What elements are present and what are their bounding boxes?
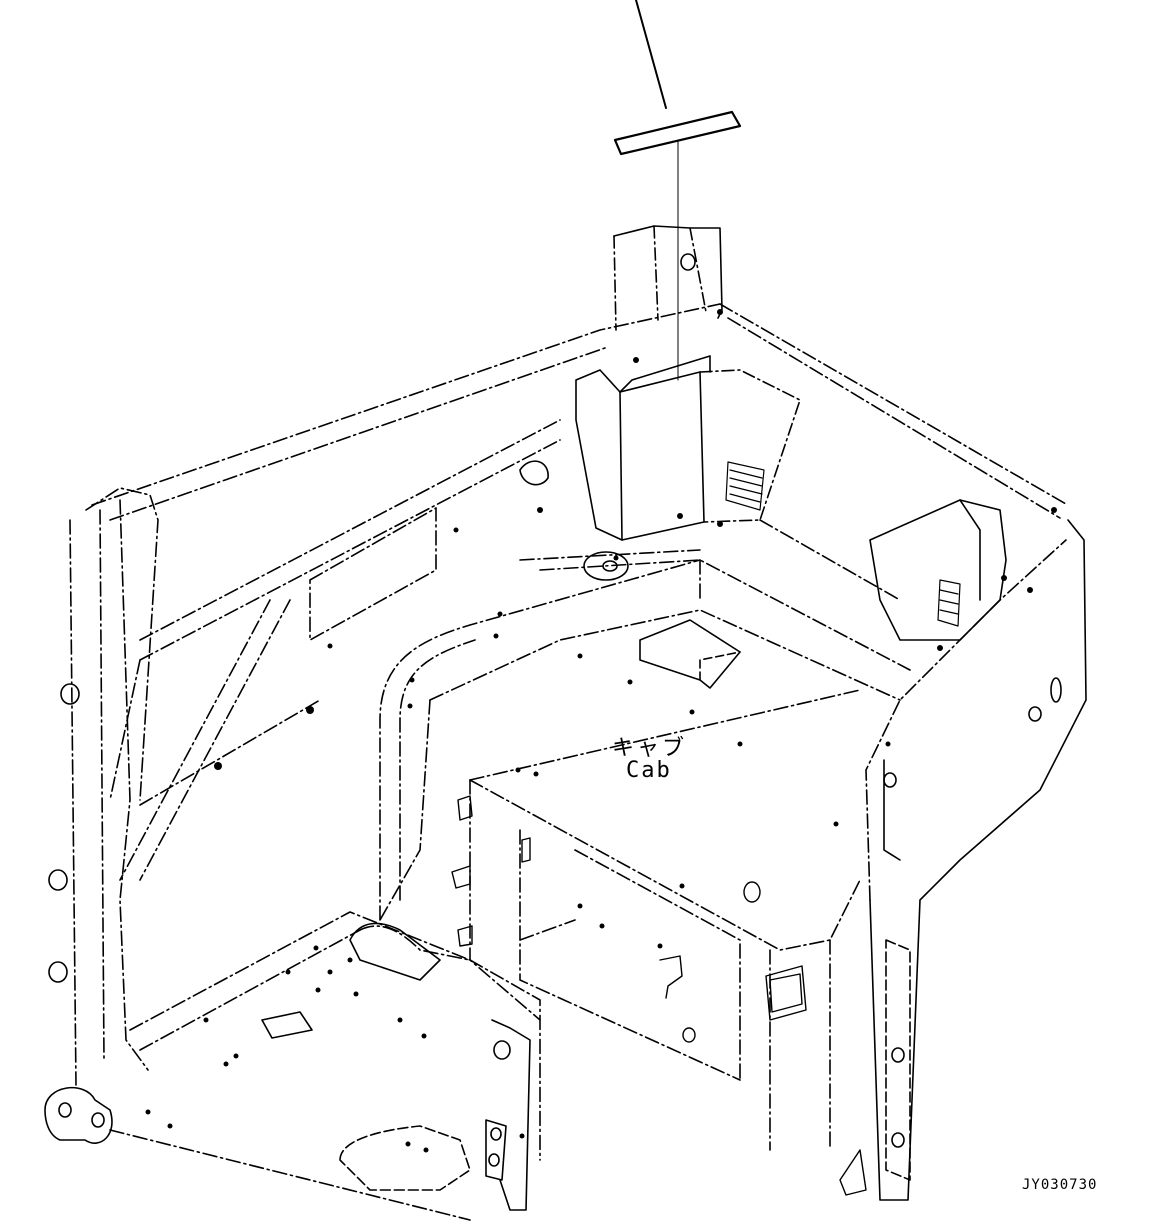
rear-post xyxy=(613,225,723,331)
left-front-pillar xyxy=(69,487,321,1086)
floor-duct xyxy=(639,619,741,689)
front-bracket xyxy=(485,1019,531,1211)
tab-brackets xyxy=(451,795,867,1196)
cab-label-english: Cab xyxy=(626,758,672,783)
rear-vent-grille xyxy=(725,461,961,627)
rear-panel-lines xyxy=(519,519,911,671)
floor-cutouts xyxy=(261,922,471,1191)
left-side-window xyxy=(309,507,437,641)
cab-label-japanese: キャブ xyxy=(612,736,688,761)
rear-duct-tower xyxy=(519,355,801,581)
decal-plate xyxy=(613,110,742,156)
roof-rails xyxy=(91,303,1067,661)
left-pillar-bosses xyxy=(44,683,113,1144)
floor-plate xyxy=(109,911,541,1221)
bolt-holes xyxy=(145,309,1057,1153)
leader-line xyxy=(635,0,667,109)
right-front-pillar xyxy=(865,519,1087,1201)
drawing-number: JY030730 xyxy=(1022,1177,1098,1193)
cab-inner-frame xyxy=(379,559,901,921)
